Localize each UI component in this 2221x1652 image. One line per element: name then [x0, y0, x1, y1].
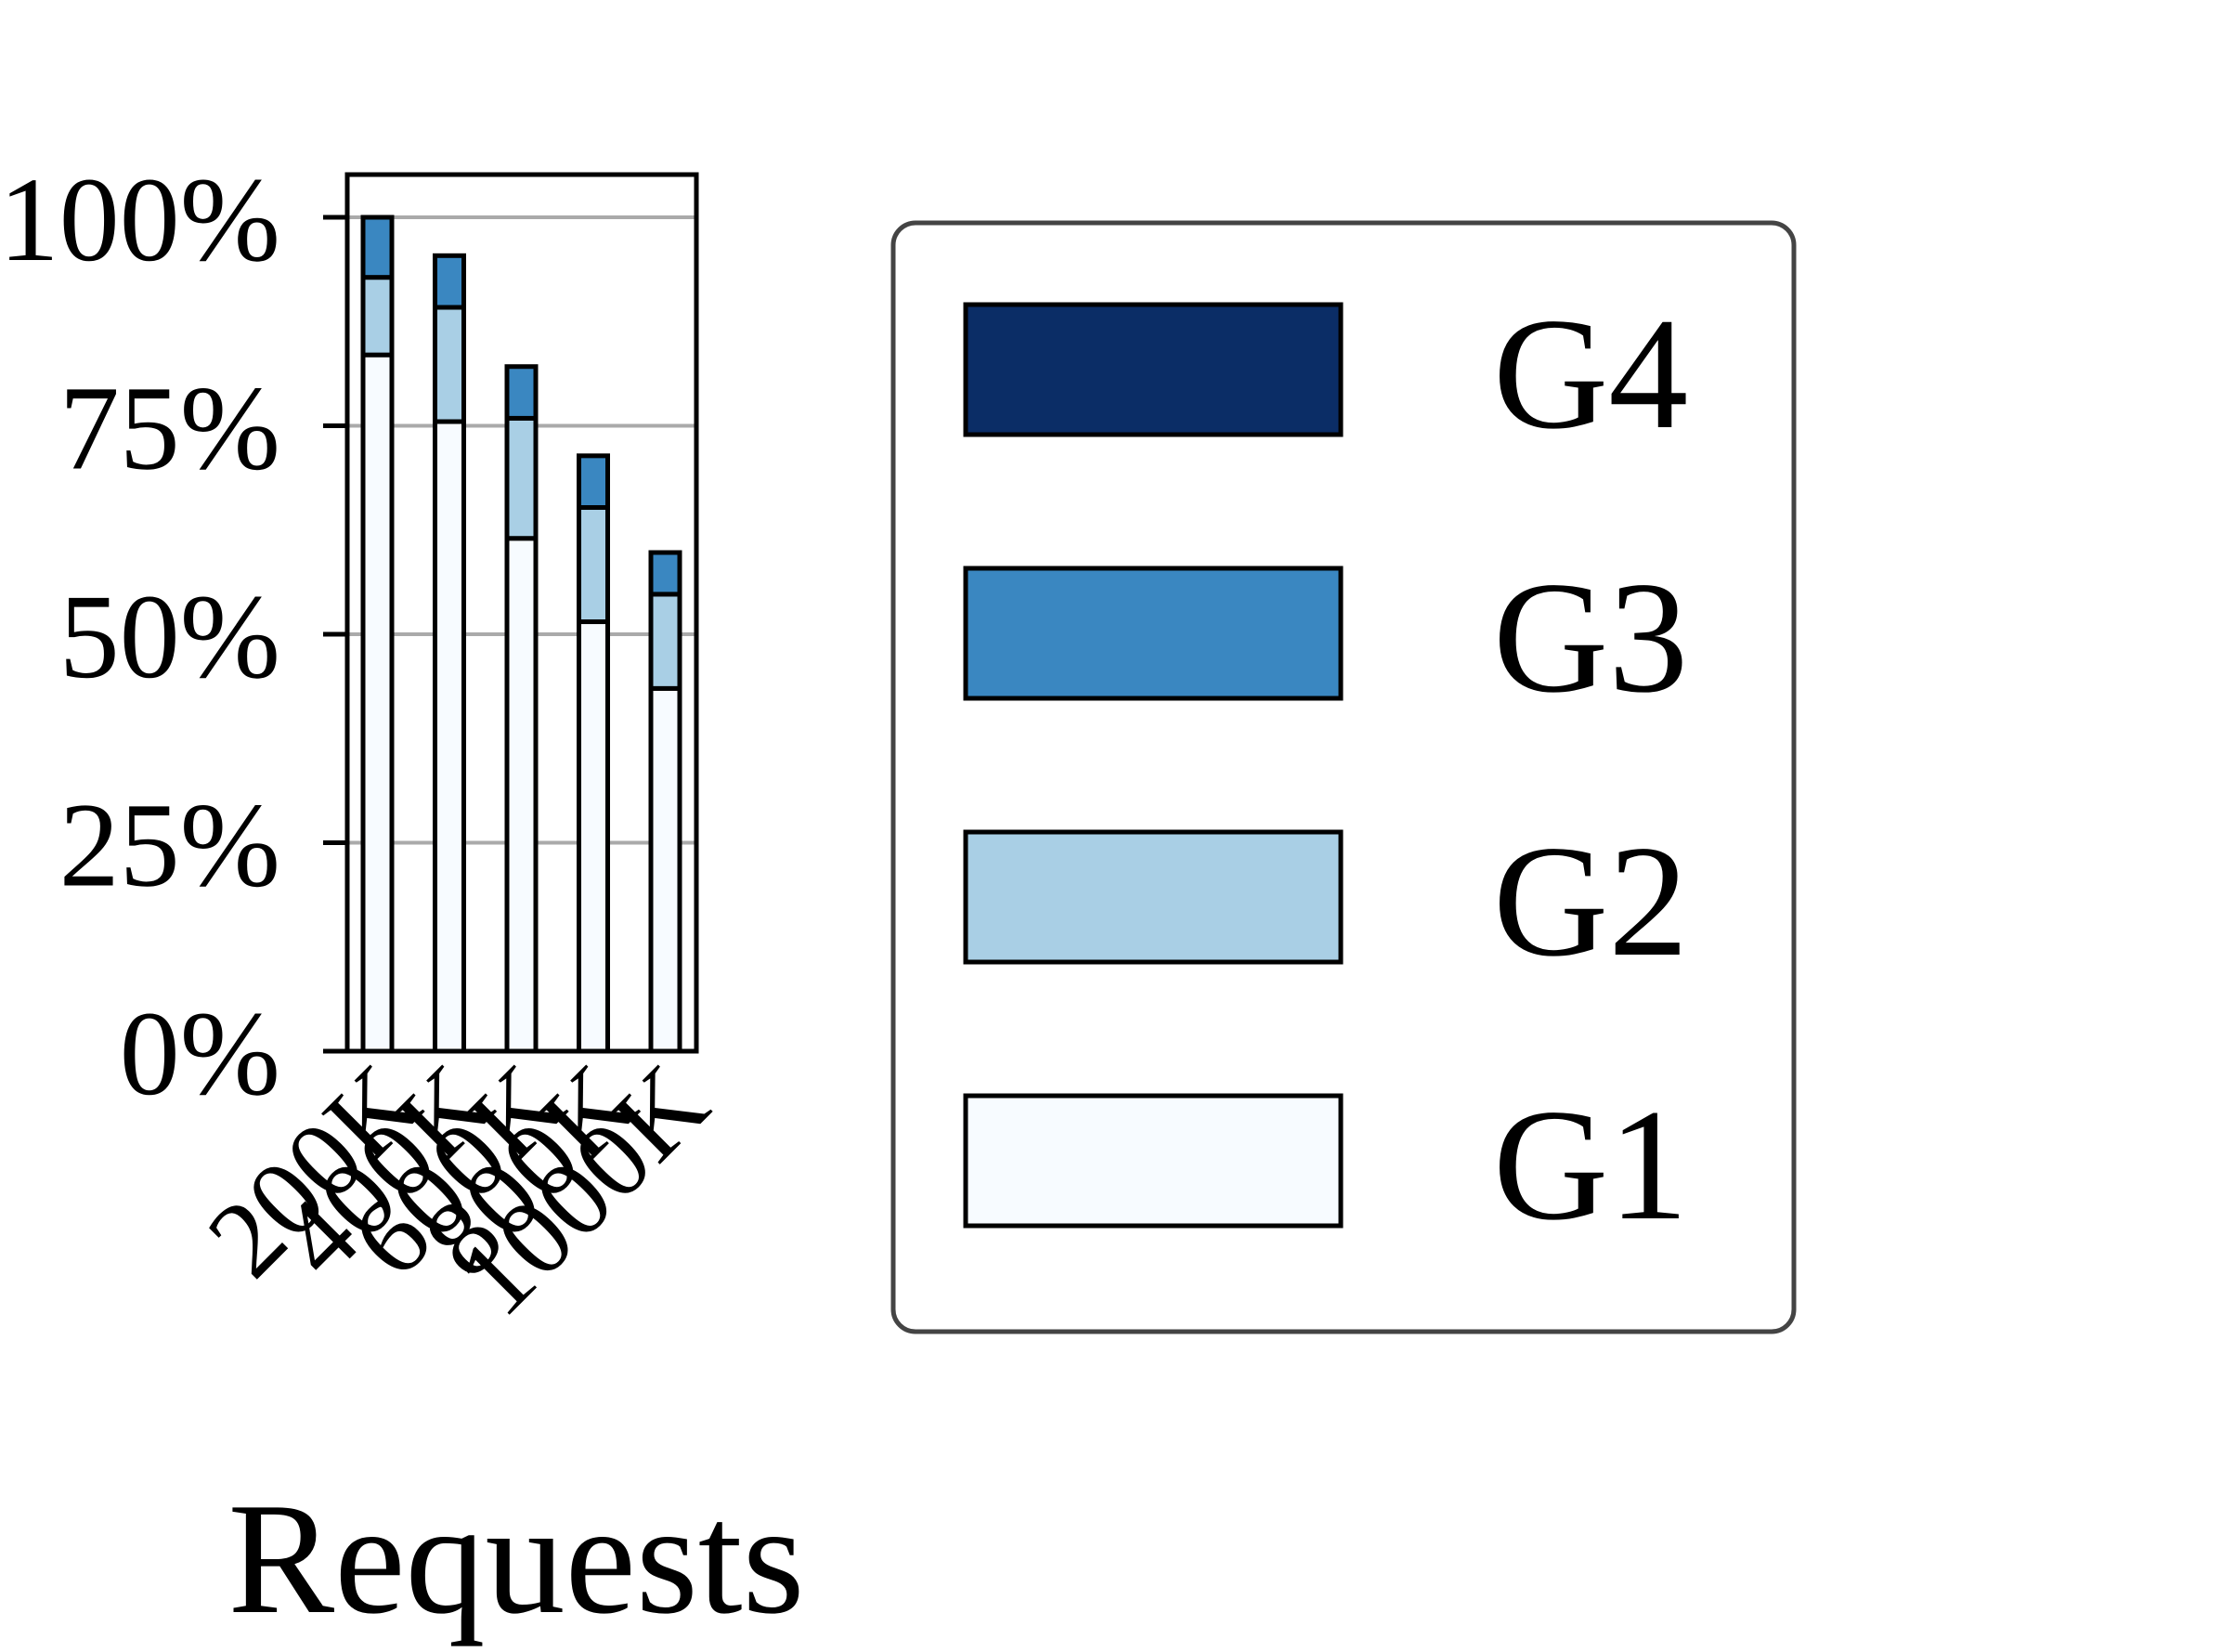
plot-frame [344, 172, 699, 1054]
bar-segment-g1 [360, 352, 395, 1054]
y-tick-label: 50% [59, 570, 280, 704]
bar-segment-g3 [648, 550, 682, 597]
y-axis: 0% 25% 50% 75% 100% [0, 153, 347, 1121]
legend-swatch-g4 [963, 302, 1344, 437]
x-axis-label: Requests [227, 1471, 804, 1647]
bar-segment-g2 [433, 305, 466, 424]
bar-segment-g3 [433, 253, 466, 310]
bar-segment-g2 [360, 275, 395, 358]
legend-label-g4: G4 [1493, 286, 1688, 462]
bar-segment-g2 [504, 415, 539, 541]
bar-segment-g2 [648, 592, 682, 691]
bar-segment-g3 [504, 364, 539, 421]
y-tick-label: 75% [59, 362, 280, 496]
legend-swatch-g3 [963, 566, 1344, 701]
y-tick-label: 100% [0, 153, 280, 287]
bar-segment-g1 [504, 536, 539, 1054]
bar-segment-g3 [360, 215, 395, 280]
y-tick-label: 25% [59, 779, 280, 913]
bar-segment-g1 [648, 685, 682, 1054]
bar-segment-g1 [433, 419, 466, 1054]
bar-segment-g3 [577, 453, 610, 511]
legend-frame [890, 220, 1797, 1334]
legend-label-g1: G1 [1493, 1077, 1688, 1254]
bar-segment-g1 [577, 619, 610, 1054]
bar-segment-g2 [577, 505, 610, 625]
legend-swatch-g1 [963, 1093, 1344, 1229]
legend-label-g3: G3 [1493, 550, 1688, 726]
legend-label-g2: G2 [1493, 813, 1688, 990]
y-tick-label: 0% [120, 987, 280, 1121]
legend-swatch-g2 [963, 829, 1344, 965]
